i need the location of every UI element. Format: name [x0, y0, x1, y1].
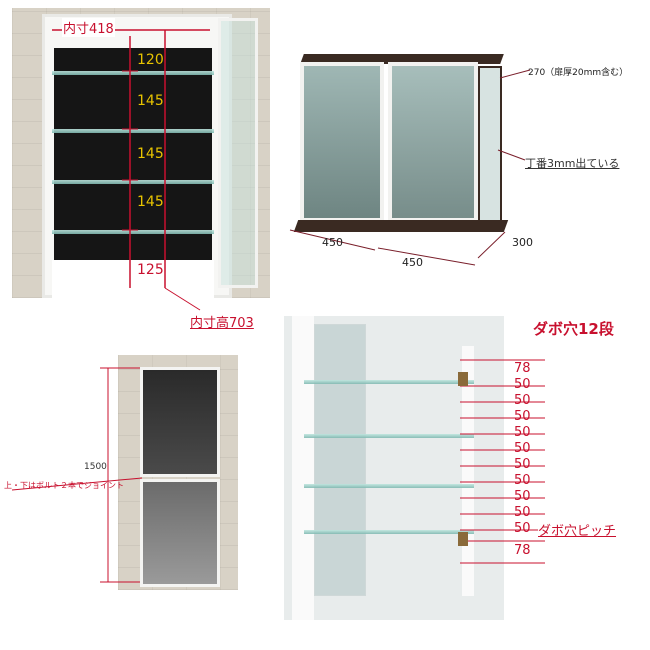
- joint-note-label: 上・下はボルト２本でジョイント: [4, 481, 124, 490]
- hole-spacing-label: 78: [514, 543, 531, 558]
- hinge-note-label: 丁番3mm出ている: [525, 157, 620, 170]
- upper-cabinet: [140, 367, 220, 477]
- glass-side: [314, 324, 366, 596]
- hole-spacing-label: 50: [514, 521, 531, 536]
- width-left-label: 450: [322, 236, 343, 249]
- shelf-spacing-label: 145: [137, 194, 164, 210]
- cabinet-interior: [54, 48, 212, 260]
- hole-spacing-label: 78: [514, 361, 531, 376]
- stacked-cabinet-photo: [118, 355, 238, 590]
- left-door: [300, 62, 384, 222]
- glass-shelf: [304, 380, 474, 384]
- glass-shelf: [52, 180, 214, 184]
- lower-cabinet: [140, 479, 220, 587]
- glass-shelf: [52, 71, 214, 75]
- double-cabinet-photo: [280, 40, 520, 260]
- glass-shelf: [304, 484, 474, 488]
- glass-shelf: [304, 530, 474, 534]
- hole-spacing-label: 50: [514, 409, 531, 424]
- hole-spacing-label: 50: [514, 393, 531, 408]
- cabinet-base: [293, 220, 509, 232]
- right-door: [218, 18, 258, 288]
- shelf-spacing-label: 120: [137, 52, 164, 68]
- cabinet-base: [52, 260, 214, 298]
- inner-height-label: 内寸高703: [190, 312, 254, 331]
- hole-spacing-label: 50: [514, 505, 531, 520]
- shelf-spacing-label: 125: [137, 262, 164, 278]
- hole-spacing-label: 50: [514, 489, 531, 504]
- hole-spacing-label: 50: [514, 473, 531, 488]
- hole-spacing-label: 50: [514, 457, 531, 472]
- width-total-label: 450: [402, 256, 423, 269]
- glass-shelf: [304, 434, 474, 438]
- right-door: [388, 62, 478, 222]
- left-frame: [292, 316, 314, 620]
- pin-pitch-label: ダボ穴ピッチ: [538, 520, 617, 539]
- side-panel: [478, 66, 502, 222]
- cabinet-front-photo: [12, 8, 270, 298]
- hole-spacing-label: 50: [514, 425, 531, 440]
- height-label: 1500: [84, 462, 107, 472]
- glass-shelf: [52, 129, 214, 133]
- depth-label: 300: [512, 236, 533, 249]
- shelf-spacing-label: 145: [137, 93, 164, 109]
- depth-note-label: 270（扉厚20mm含む）: [528, 68, 629, 78]
- hole-spacing-label: 50: [514, 377, 531, 392]
- shelf-spacing-label: 145: [137, 146, 164, 162]
- pin-hole-title: ダボ穴12段: [533, 320, 614, 338]
- glass-shelf: [52, 230, 214, 234]
- inner-width-label: 内寸418: [62, 18, 115, 37]
- hole-spacing-label: 50: [514, 441, 531, 456]
- shelf-pin-closeup-photo: [284, 316, 504, 620]
